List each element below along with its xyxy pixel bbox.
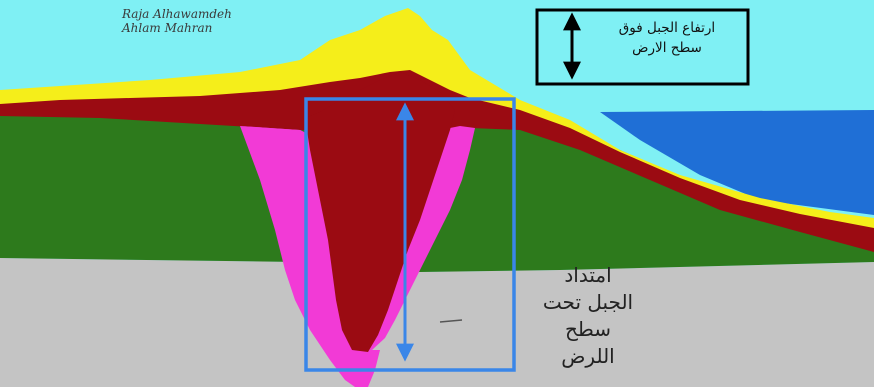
height-above-surface-label: ارتفاع الجبل فوق سطح الارض (592, 18, 742, 58)
highlight-box (304, 97, 516, 372)
author-line-2: Ahlam Mahran (122, 21, 213, 35)
extent-label-line-3: سطح (564, 317, 612, 341)
crust-layer (0, 70, 874, 252)
extent-label-line-1: امتداد (564, 263, 612, 287)
scratch-mark (439, 319, 463, 323)
extent-label-line-2: الجبل تحت (542, 290, 634, 314)
height-label-line-1: ارتفاع الجبل فوق (618, 20, 716, 36)
height-box (535, 8, 750, 86)
height-label-line-2: سطح الارض (632, 40, 702, 56)
sea (600, 110, 874, 215)
author-line-1: Raja Alhawamdeh (122, 7, 232, 21)
extent-below-surface-label: امتداد الجبل تحت سطح اللرض (528, 262, 648, 370)
root-core (305, 72, 455, 352)
mantle-layer (0, 258, 874, 387)
extent-label-line-4: اللرض (561, 344, 615, 368)
